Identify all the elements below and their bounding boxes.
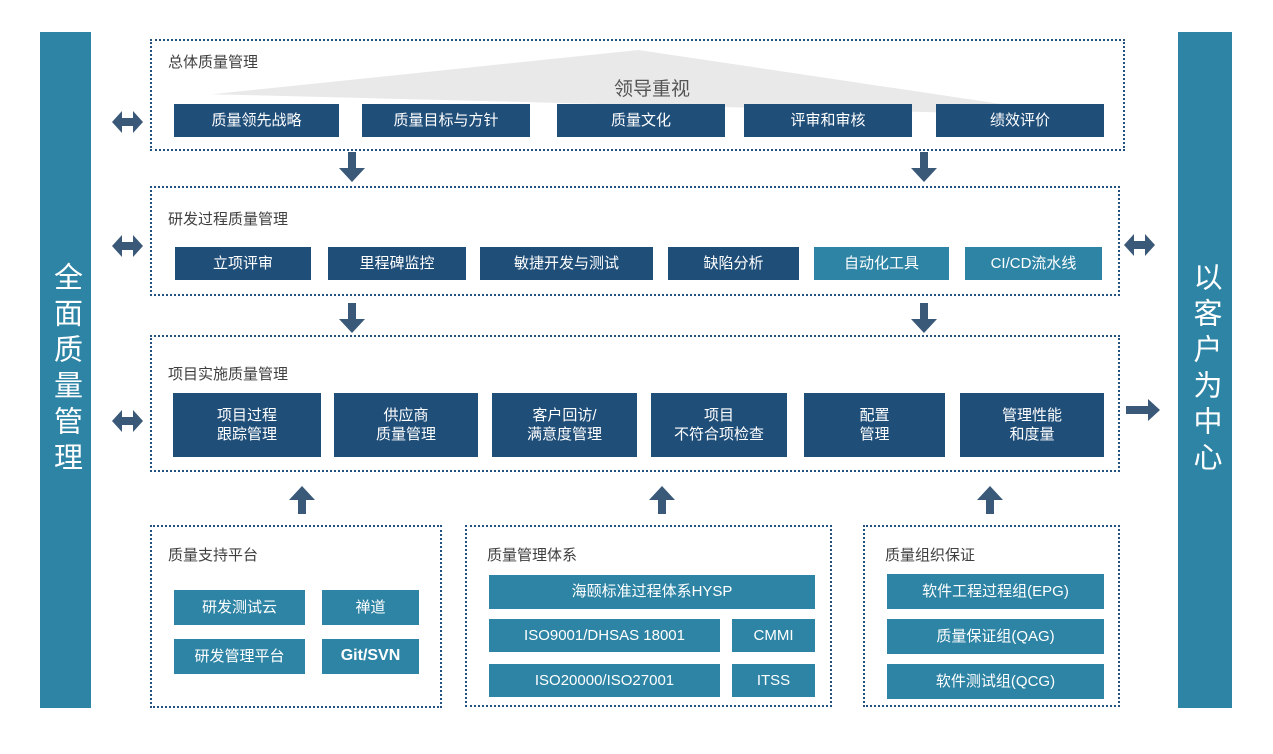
btn-rd-test-cloud: 研发测试云 [174,590,305,625]
btn-line: 不符合项检查 [673,426,764,443]
btn-review-audit: 评审和审核 [744,104,912,137]
section-title: 质量支持平台 [168,547,259,564]
section-quality-support-platform: 质量支持平台 研发测试云 禅道 研发管理平台 Git/SVN [150,525,442,708]
section-project-impl-quality: 项目实施质量管理 项目过程 跟踪管理 供应商 质量管理 客户回访/ 满意度管理 … [150,335,1120,472]
btn-line: 供应商 [383,406,429,424]
btn-performance-evaluation: 绩效评价 [936,104,1104,137]
btn-git-svn: Git/SVN [322,639,419,674]
btn-line: 项目过程 [216,406,277,424]
down-arrow-icon [339,303,365,333]
double-arrow-icon [112,235,143,257]
btn-quality-leading-strategy: 质量领先战略 [174,104,339,137]
btn-agile-dev-test: 敏捷开发与测试 [480,247,653,280]
btn-itss: ITSS [732,664,815,697]
down-arrow-icon [911,152,937,182]
section-title: 项目实施质量管理 [168,366,289,383]
btn-supplier-quality: 供应商 质量管理 [334,393,478,457]
btn-iso20000-iso27001: ISO20000/ISO27001 [489,664,720,697]
up-arrow-icon [977,486,1003,514]
btn-nonconformance-check: 项目 不符合项检查 [651,393,787,457]
btn-line: 管理性能 [1001,406,1062,424]
section-overall-quality: 总体质量管理 领导重视 质量领先战略 质量目标与方针 质量文化 评审和审核 绩效… [150,39,1125,151]
btn-customer-visit-satisfaction: 客户回访/ 满意度管理 [492,393,637,457]
btn-quality-culture: 质量文化 [557,104,725,137]
btn-project-approval-review: 立项评审 [175,247,311,280]
section-title: 质量组织保证 [885,547,976,564]
btn-zentao: 禅道 [322,590,419,625]
double-arrow-icon [112,410,143,432]
btn-epg-group: 软件工程过程组(EPG) [887,574,1104,609]
btn-defect-analysis: 缺陷分析 [668,247,799,280]
btn-line: 质量管理 [375,426,436,443]
btn-line: 跟踪管理 [216,426,277,443]
btn-line: 和度量 [1009,426,1055,443]
btn-cmmi: CMMI [732,619,815,652]
down-arrow-icon [911,303,937,333]
section-title: 总体质量管理 [168,54,259,71]
btn-iso9001-dhsas18001: ISO9001/DHSAS 18001 [489,619,720,652]
btn-line: 管理 [859,426,890,443]
section-rd-process-quality: 研发过程质量管理 立项评审 里程碑监控 敏捷开发与测试 缺陷分析 自动化工具 C… [150,186,1120,296]
btn-line: 客户回访/ [532,406,597,424]
btn-quality-goals-policy: 质量目标与方针 [362,104,530,137]
section-title: 质量管理体系 [487,547,578,564]
btn-line: 满意度管理 [526,426,602,443]
section-title: 研发过程质量管理 [168,211,289,228]
btn-line: 配置 [859,406,890,424]
btn-line: 项目 [703,406,734,424]
left-sidebar-total-quality: 全面质量管理 [40,32,91,708]
down-arrow-icon [339,152,365,182]
btn-project-process-tracking: 项目过程 跟踪管理 [173,393,321,457]
double-arrow-icon [112,111,143,133]
leadership-label: 领导重视 [613,79,690,100]
btn-qag-group: 质量保证组(QAG) [887,619,1104,654]
btn-hysp-standard-process: 海颐标准过程体系HYSP [489,575,815,609]
up-arrow-icon [649,486,675,514]
section-quality-management-system: 质量管理体系 海颐标准过程体系HYSP ISO9001/DHSAS 18001 … [465,525,832,707]
btn-performance-measurement: 管理性能 和度量 [960,393,1104,457]
up-arrow-icon [289,486,315,514]
btn-milestone-monitoring: 里程碑监控 [328,247,466,280]
btn-rd-management-platform: 研发管理平台 [174,639,305,674]
btn-configuration-management: 配置 管理 [804,393,945,457]
double-arrow-icon [1124,234,1155,256]
section-quality-organization: 质量组织保证 软件工程过程组(EPG) 质量保证组(QAG) 软件测试组(QCG… [863,525,1120,707]
btn-automation-tools: 自动化工具 [814,247,949,280]
right-arrow-icon [1126,399,1160,421]
btn-qcg-group: 软件测试组(QCG) [887,664,1104,699]
btn-cicd-pipeline: CI/CD流水线 [965,247,1102,280]
right-sidebar-customer-centric: 以客户为中心 [1178,32,1232,708]
